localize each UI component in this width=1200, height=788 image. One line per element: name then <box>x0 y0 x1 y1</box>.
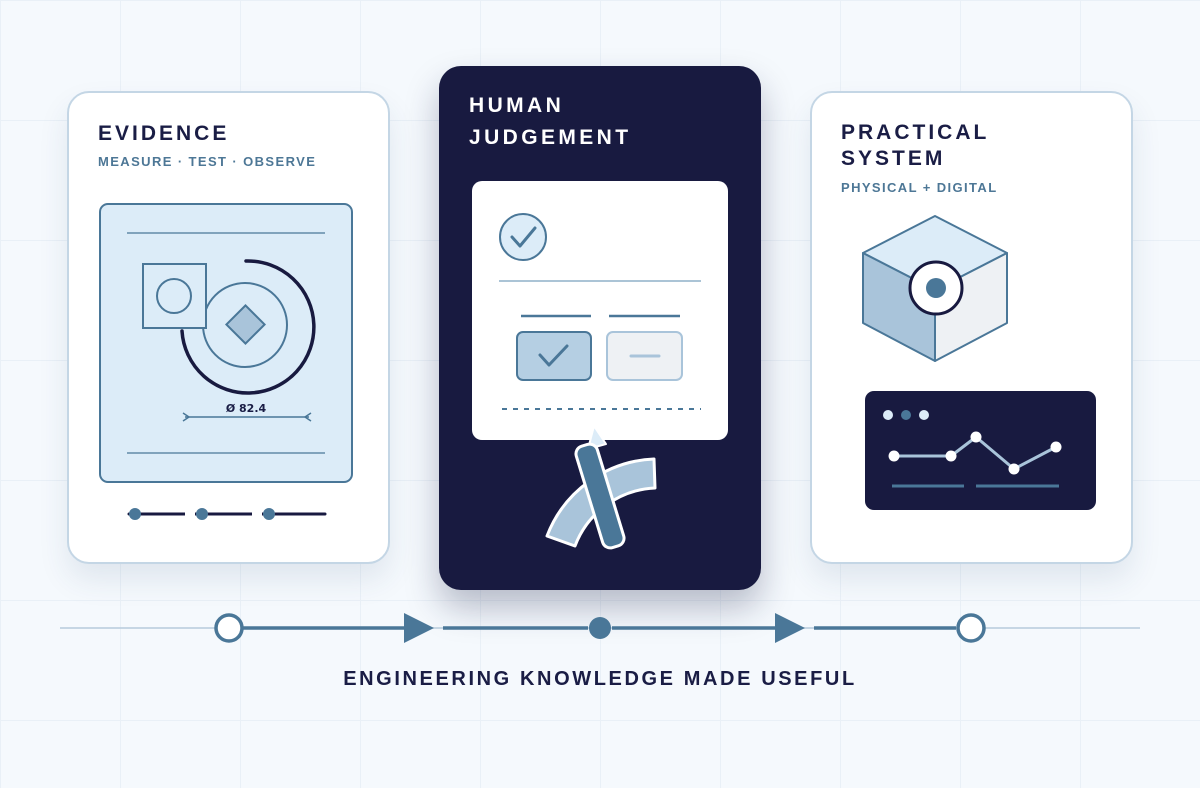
line-graph-icon <box>888 431 1062 475</box>
cube-icon <box>862 215 1008 362</box>
tagline: ENGINEERING KNOWLEDGE MADE USEFUL <box>343 668 857 690</box>
flow-arrow-icon <box>775 613 805 643</box>
check-circle-icon <box>499 213 547 261</box>
minus-box-icon <box>606 331 683 381</box>
system-illustration <box>862 215 1096 510</box>
drawing-frame-icon <box>99 203 353 483</box>
practical-system-title: PRACTICAL SYSTEM <box>841 121 990 170</box>
practical-system-subtitle: PHYSICAL + DIGITAL <box>841 180 998 195</box>
flow-arrow-icon <box>404 613 434 643</box>
sensor-eye-icon <box>908 260 964 316</box>
flow-end-node <box>956 613 986 643</box>
checked-box-icon <box>516 331 592 381</box>
diamond-icon <box>224 303 267 346</box>
evidence-subtitle: MEASURE · TEST · OBSERVE <box>98 154 317 169</box>
evidence-title: EVIDENCE <box>98 122 230 145</box>
flow-middle-node <box>589 617 611 639</box>
measurement-label: Ø 82.4 <box>226 402 267 415</box>
slider-icon <box>127 508 327 520</box>
flow-start-node <box>214 613 244 643</box>
human-judgement-card: HUMAN JUDGEMENT <box>439 66 761 590</box>
pen-icon <box>574 425 626 550</box>
dimension-line: Ø 82.4 <box>182 402 312 422</box>
dashboard-panel-icon <box>865 391 1096 510</box>
evidence-card: EVIDENCE MEASURE · TEST · OBSERVE <box>67 91 390 564</box>
human-judgement-title: HUMAN JUDGEMENT <box>469 94 632 149</box>
evidence-illustration: Ø 82.4 <box>99 203 353 520</box>
judgement-illustration <box>472 181 728 550</box>
circle-in-square-icon <box>142 263 207 329</box>
practical-system-card: PRACTICAL SYSTEM PHYSICAL + DIGITAL <box>810 91 1133 564</box>
